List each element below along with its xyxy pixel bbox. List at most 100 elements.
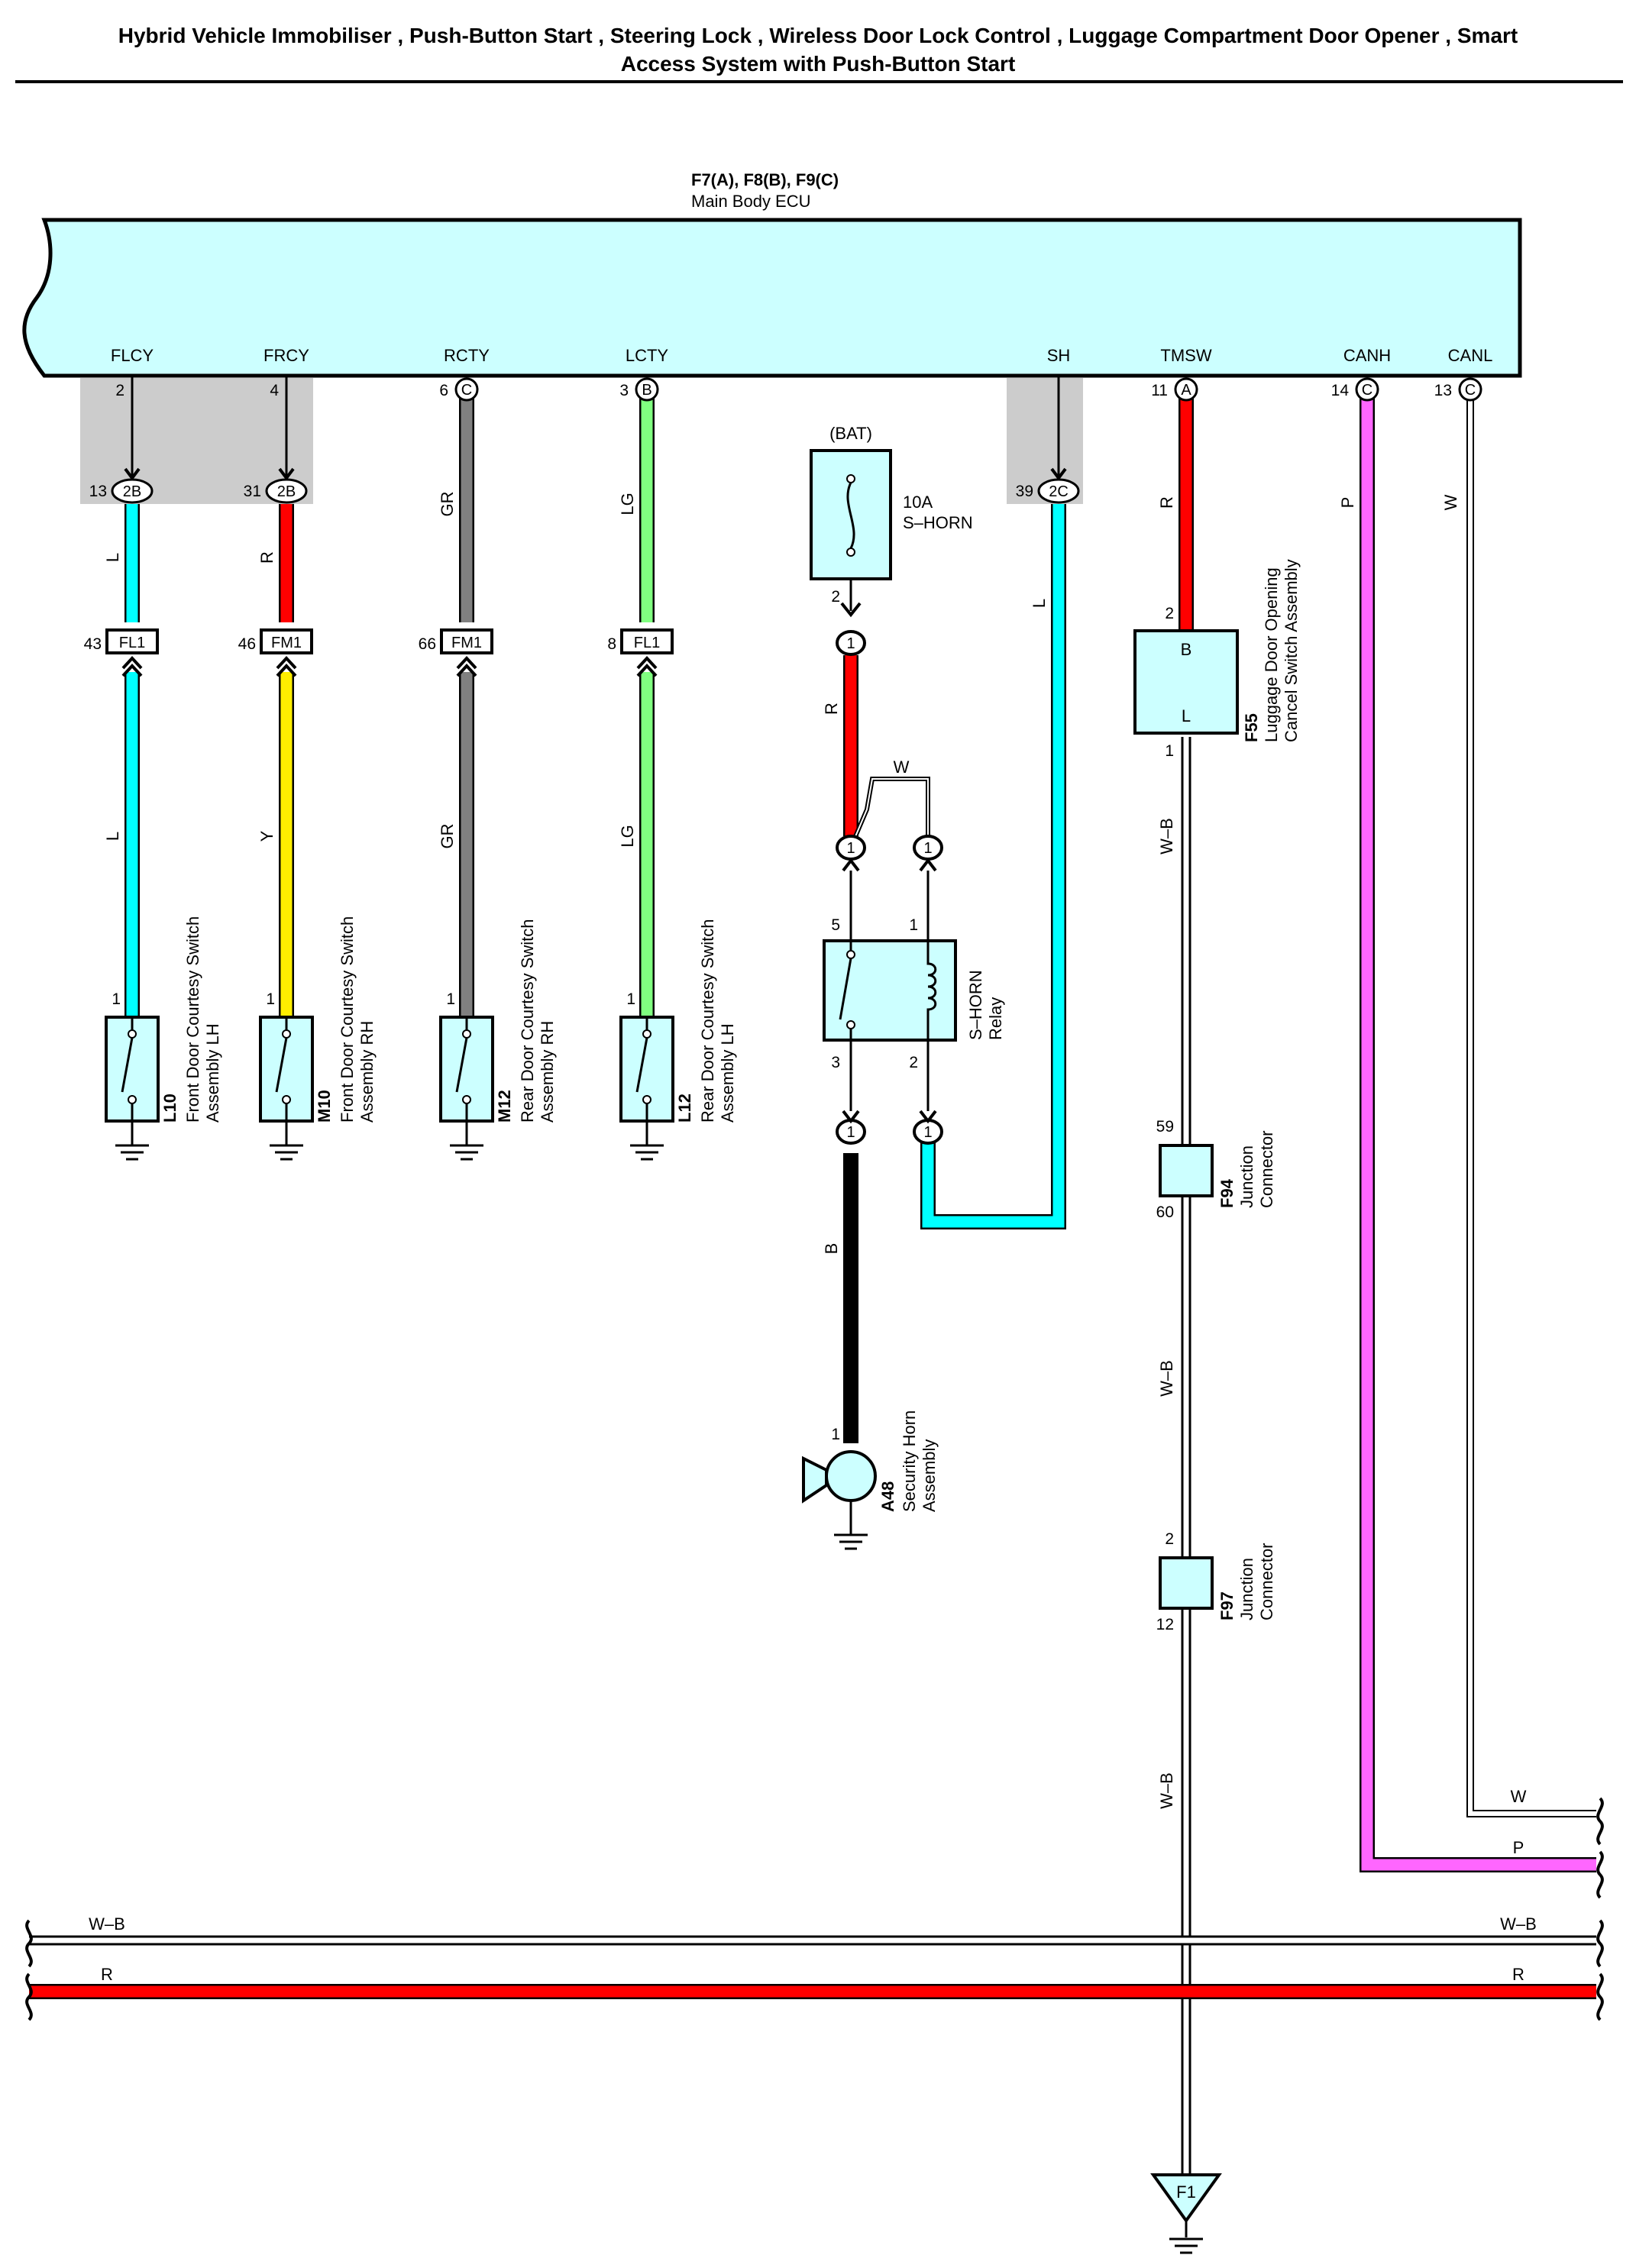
wire-label-lcty-upper: LG [618, 493, 637, 515]
conn-relay-5-upper: 1 [846, 840, 855, 857]
inline-code-lcty: FL1 [634, 635, 660, 651]
ecu-connectors-label: F7(A), F8(B), F9(C) [691, 170, 839, 189]
ecu-box [22, 218, 1522, 378]
ecu-name-label: Main Body ECU [691, 192, 811, 211]
wire-label-wb-2: W–B [1157, 1360, 1176, 1397]
ecu-conn-lcty: B [642, 382, 651, 399]
jb-pin-sh: 39 [1016, 483, 1033, 500]
ecu-pin-rcty: 6 [439, 382, 448, 399]
ecu-conn-canl: C [1465, 382, 1476, 399]
ecu-terminal-sh: SH [1047, 346, 1071, 365]
wire-color-labels: L L R Y GR GR LG LG L R W B R P W W–B W–… [89, 492, 1537, 1985]
wire-label-rcty-upper: GR [438, 492, 457, 517]
ecu-conn-canh: C [1362, 382, 1372, 399]
ecu-pin-frcy: 4 [270, 382, 279, 399]
title-block: Hybrid Vehicle Immobiliser , Push-Button… [15, 24, 1623, 83]
wire-label-lcty-lower: LG [618, 825, 637, 847]
wire-label-rcty-lower: GR [438, 824, 457, 849]
switch-l10-pin: 1 [112, 990, 121, 1008]
f94-line2: Connector [1257, 1130, 1276, 1208]
wire-label-canh: P [1338, 497, 1357, 509]
conn-fuse-out: 1 [846, 635, 855, 652]
switch-l10: 1 L10 Front Door Courtesy Switch Assembl… [105, 916, 222, 1161]
f97-pin-bottom: 12 [1156, 1616, 1174, 1633]
f97-line2: Connector [1257, 1543, 1276, 1620]
relay-body [823, 939, 957, 1042]
ecu-terminal-frcy: FRCY [264, 346, 309, 365]
ecu-pins: 2 4 6 C 3 B 11 A 14 C 13 C [115, 377, 1482, 402]
switch-l12-line2: Assembly LH [718, 1023, 737, 1123]
relay-pin-3: 3 [831, 1054, 840, 1071]
wire-canh [1361, 397, 1596, 1871]
wire-sh [922, 504, 1065, 1228]
ecu-terminal-tmsw: TMSW [1160, 346, 1211, 365]
wire-label-tmsw: R [1157, 496, 1176, 509]
inline-connector-flcy: 43 FL1 [84, 628, 159, 677]
ecu-terminal-lcty: LCTY [626, 346, 669, 365]
f55-body [1133, 629, 1239, 735]
switch-m12-id: M12 [495, 1090, 514, 1123]
relay-name: S–HORN [966, 970, 985, 1040]
horn-bell [802, 1455, 828, 1504]
f55-pin-top: 2 [1165, 605, 1174, 622]
fuse-name: S–HORN [903, 513, 973, 532]
wire-label-r-bus-right: R [1512, 1965, 1524, 1984]
f97-line1: Junction [1237, 1558, 1256, 1620]
inline-connector-rcty: 66 FM1 [419, 628, 493, 677]
horn-pin: 1 [831, 1426, 840, 1443]
wire-label-flcy-upper: L [103, 553, 122, 562]
horn-line2: Assembly [920, 1439, 939, 1512]
wire-label-w-relay: W [894, 758, 910, 777]
title-line-2: Access System with Push-Button Start [621, 52, 1016, 76]
conn-relay-2-lower: 1 [923, 1124, 932, 1141]
wire-label-frcy-lower: Y [257, 830, 276, 842]
switch-m10-line2: Assembly RH [357, 1021, 377, 1123]
wires [29, 397, 1596, 2176]
inline-code-flcy: FL1 [119, 635, 145, 651]
ground-point-f1: F1 [1150, 2173, 1222, 2254]
f55-line2: Cancel Switch Assembly [1282, 559, 1301, 742]
f94-line1: Junction [1237, 1145, 1256, 1208]
f1-label: F1 [1176, 2182, 1196, 2202]
inline-connector-lcty: 8 FL1 [607, 628, 674, 677]
luggage-door-switch: 2 B L 1 F55 Luggage Door Opening Cancel … [1133, 559, 1301, 760]
inline-connectors: 43 FL1 46 FM1 66 FM1 8 FL1 [84, 628, 674, 677]
switch-m12-line1: Rear Door Courtesy Switch [518, 919, 537, 1123]
f97-pin-top: 2 [1165, 1530, 1174, 1548]
ecu-conn-rcty: C [461, 382, 472, 399]
wire-label-sh: L [1030, 599, 1049, 608]
switch-m10: 1 M10 Front Door Courtesy Switch Assembl… [259, 916, 377, 1161]
wire-label-r-bus-left: R [101, 1965, 113, 1984]
ecu-pin-tmsw: 11 [1151, 382, 1168, 399]
wire-label-fuse-relay: R [822, 703, 841, 715]
switch-m12-pin: 1 [446, 990, 455, 1008]
inline-pin-lcty: 8 [607, 635, 616, 653]
inline-code-rcty: FM1 [451, 635, 482, 651]
relay-coil [926, 941, 937, 1040]
relay-pin-5: 5 [831, 916, 840, 934]
horn-body [825, 1450, 877, 1502]
jb-pin-flcy: 13 [89, 483, 107, 500]
f97-body [1159, 1556, 1214, 1610]
door-switches: 1 L10 Front Door Courtesy Switch Assembl… [105, 916, 737, 1161]
inline-pin-frcy: 46 [238, 635, 256, 653]
f55-pin-bottom: 1 [1165, 742, 1174, 760]
ecu-terminal-flcy: FLCY [111, 346, 154, 365]
conn-relay-3-lower: 1 [846, 1124, 855, 1141]
main-body-ecu: F7(A), F8(B), F9(C) Main Body ECU FLCY F… [22, 170, 1522, 378]
switch-m12-line2: Assembly RH [538, 1021, 557, 1123]
jb-code-flcy: 2B [123, 483, 141, 500]
horn-id: A48 [878, 1481, 897, 1512]
f94-pin-bottom: 60 [1156, 1203, 1174, 1221]
inline-code-frcy: FM1 [271, 635, 302, 651]
switch-l10-line2: Assembly LH [203, 1023, 222, 1123]
junction-connectors: 13 2B 31 2B 39 2C [89, 478, 1080, 504]
switch-m10-line1: Front Door Courtesy Switch [338, 916, 357, 1123]
wire-label-wb-bus-left: W–B [89, 1914, 125, 1934]
f97-id: F97 [1217, 1591, 1237, 1620]
f55-id: F55 [1242, 713, 1261, 742]
conn-relay-1-upper: 1 [923, 840, 932, 857]
wire-canl-border [1466, 397, 1596, 1817]
f94-body [1159, 1144, 1214, 1197]
